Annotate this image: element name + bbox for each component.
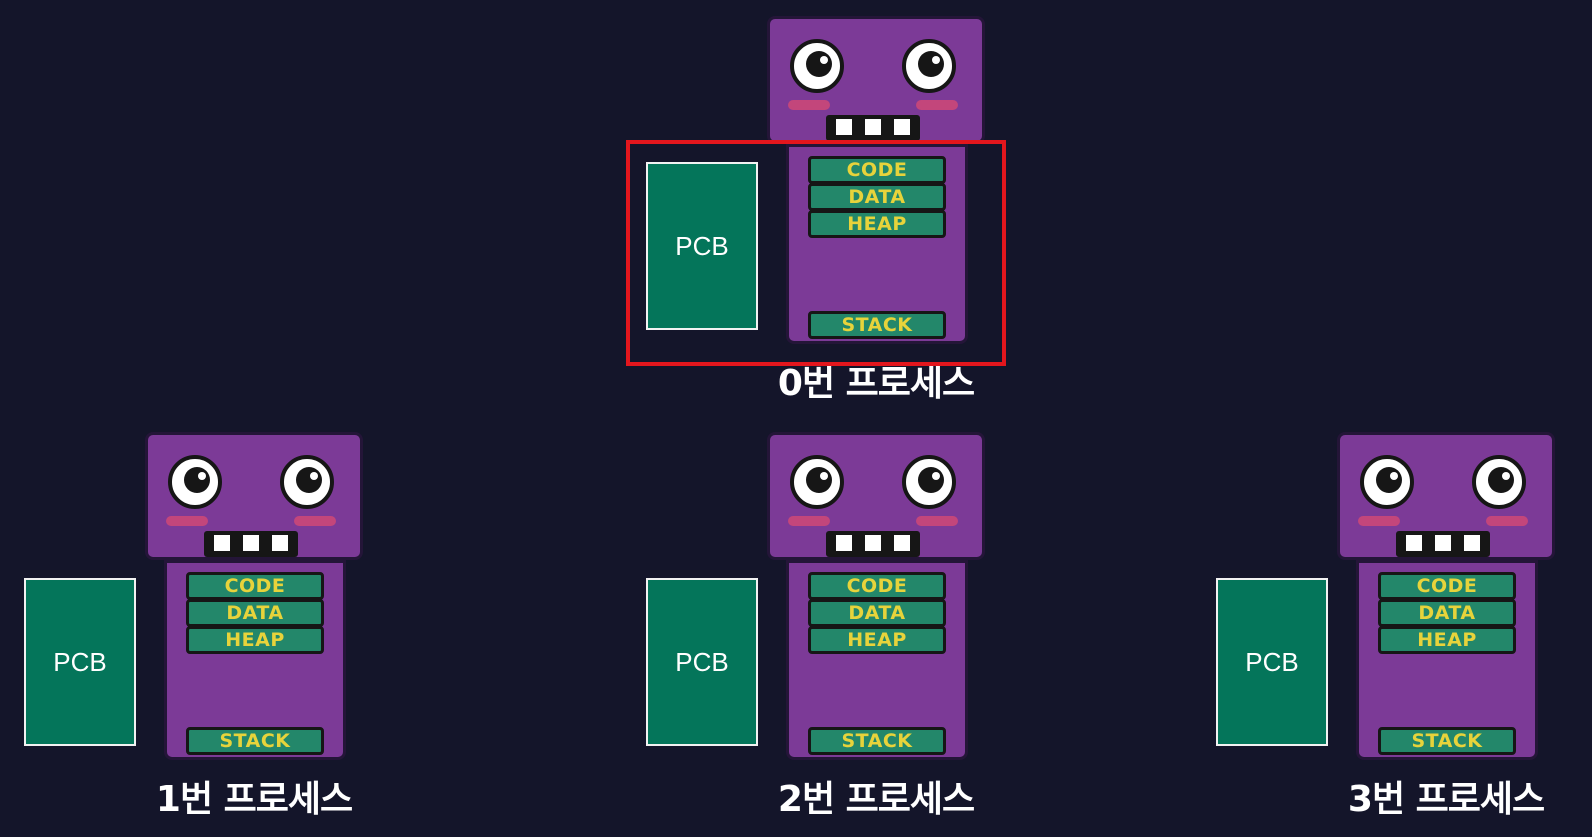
process-head (767, 16, 985, 144)
stack-segment: STACK (1378, 727, 1516, 755)
left-cheek (1358, 516, 1400, 526)
code-segment: CODE (186, 572, 324, 600)
right-cheek (916, 516, 958, 526)
right-cheek (916, 100, 958, 110)
process-body: CODE DATA HEAP STACK (786, 560, 968, 760)
process-body: CODE DATA HEAP STACK (164, 560, 346, 760)
heap-segment: HEAP (1378, 626, 1516, 654)
process-head (1337, 432, 1555, 560)
process-label: 2번 프로세스 (736, 778, 1016, 822)
process-head (145, 432, 363, 560)
process-label: 0번 프로세스 (736, 362, 1016, 406)
right-eye-icon (1472, 455, 1526, 509)
heap-segment: HEAP (808, 626, 946, 654)
right-cheek (294, 516, 336, 526)
left-eye-icon (790, 39, 844, 93)
highlight-box (626, 140, 1006, 366)
right-eye-icon (280, 455, 334, 509)
right-cheek (1486, 516, 1528, 526)
heap-segment: HEAP (186, 626, 324, 654)
process-label: 1번 프로세스 (114, 778, 394, 822)
process-label: 3번 프로세스 (1306, 778, 1586, 822)
left-cheek (788, 100, 830, 110)
left-eye-icon (1360, 455, 1414, 509)
pcb-block: PCB (1216, 578, 1328, 746)
left-cheek (788, 516, 830, 526)
right-eye-icon (902, 455, 956, 509)
data-segment: DATA (186, 599, 324, 627)
left-eye-icon (790, 455, 844, 509)
stack-segment: STACK (808, 727, 946, 755)
teeth-icon (1396, 531, 1490, 557)
teeth-icon (826, 531, 920, 557)
process-body: CODE DATA HEAP STACK (1356, 560, 1538, 760)
teeth-icon (826, 115, 920, 141)
teeth-icon (204, 531, 298, 557)
pcb-block: PCB (24, 578, 136, 746)
left-eye-icon (168, 455, 222, 509)
right-eye-icon (902, 39, 956, 93)
left-cheek (166, 516, 208, 526)
pcb-block: PCB (646, 578, 758, 746)
code-segment: CODE (808, 572, 946, 600)
process-head (767, 432, 985, 560)
data-segment: DATA (808, 599, 946, 627)
data-segment: DATA (1378, 599, 1516, 627)
stack-segment: STACK (186, 727, 324, 755)
code-segment: CODE (1378, 572, 1516, 600)
